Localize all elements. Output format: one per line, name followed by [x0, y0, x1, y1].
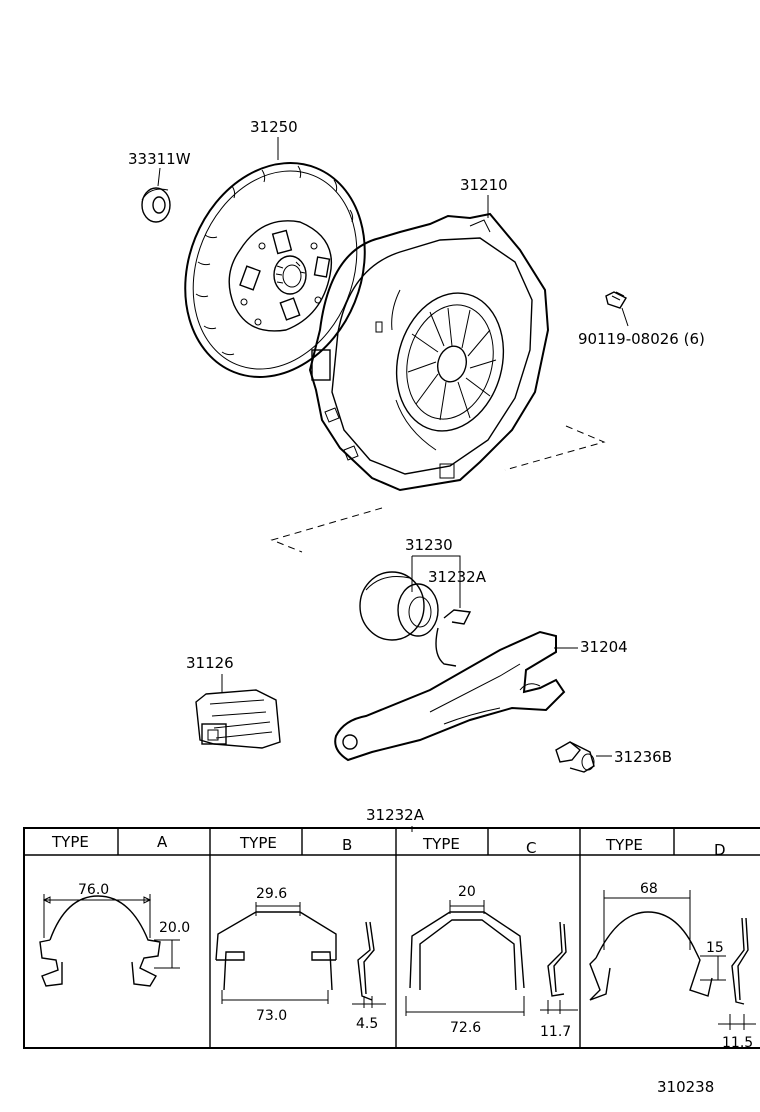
clip-type-a-drawing: 76.0 20.0 [39, 882, 190, 987]
fork-support[interactable] [555, 741, 595, 773]
hub-clip[interactable] [435, 609, 472, 667]
dim-b-thickness: 4.5 [356, 1016, 378, 1032]
pilot-bearing[interactable] [141, 187, 171, 223]
release-bearing[interactable] [359, 571, 439, 641]
label-90119: 90119-08026 (6) [578, 330, 705, 348]
dim-c-width: 72.6 [450, 1020, 481, 1036]
fork-boot[interactable] [195, 689, 281, 749]
type-letter-c: C [526, 839, 536, 857]
alignment-dashes [270, 425, 606, 553]
leader-31230 [411, 555, 461, 608]
label-31232a: 31232A [428, 568, 487, 586]
clip-type-b-drawing: 29.6 73.0 4.5 [215, 886, 386, 1032]
label-31126: 31126 [186, 654, 234, 672]
type-letter-a: A [157, 833, 168, 851]
clip-type-d-drawing: 68 15 11.5 [589, 881, 756, 1051]
type-header-c: TYPE [422, 835, 460, 853]
type-letter-d: D [714, 841, 726, 859]
clip-type-table: 31232A TYPE A TYPE B TYPE C TYPE D 76.0 … [23, 806, 760, 1051]
dim-a-width: 76.0 [78, 882, 109, 898]
clip-type-c-drawing: 20 72.6 11.7 [405, 884, 578, 1040]
label-31204: 31204 [580, 638, 628, 656]
label-31250: 31250 [250, 118, 298, 136]
type-letter-b: B [342, 836, 352, 854]
label-31210: 31210 [460, 176, 508, 194]
cover-bolt[interactable] [605, 291, 627, 309]
label-33311w: 33311W [128, 150, 191, 168]
type-header-d: TYPE [605, 836, 643, 854]
leader-90119 [621, 307, 629, 327]
label-31230: 31230 [405, 536, 453, 554]
dim-a-height: 20.0 [159, 920, 190, 936]
clutch-disc[interactable] [154, 136, 396, 404]
leader-33311w [157, 167, 161, 187]
dim-c-top: 20 [458, 884, 476, 900]
dim-b-top: 29.6 [256, 886, 287, 902]
dim-d-top: 68 [640, 881, 658, 897]
release-fork[interactable] [334, 630, 566, 762]
label-31236b: 31236B [614, 748, 672, 766]
figure-number: 310238 [657, 1078, 714, 1096]
type-header-a: TYPE [51, 833, 89, 851]
dim-d-thickness: 11.5 [722, 1035, 753, 1051]
dim-b-width: 73.0 [256, 1008, 287, 1024]
clutch-cover[interactable] [308, 212, 550, 492]
dim-d-height: 15 [706, 940, 724, 956]
table-title: 31232A [366, 806, 425, 824]
type-header-b: TYPE [239, 834, 277, 852]
dim-c-thickness: 11.7 [540, 1024, 571, 1040]
